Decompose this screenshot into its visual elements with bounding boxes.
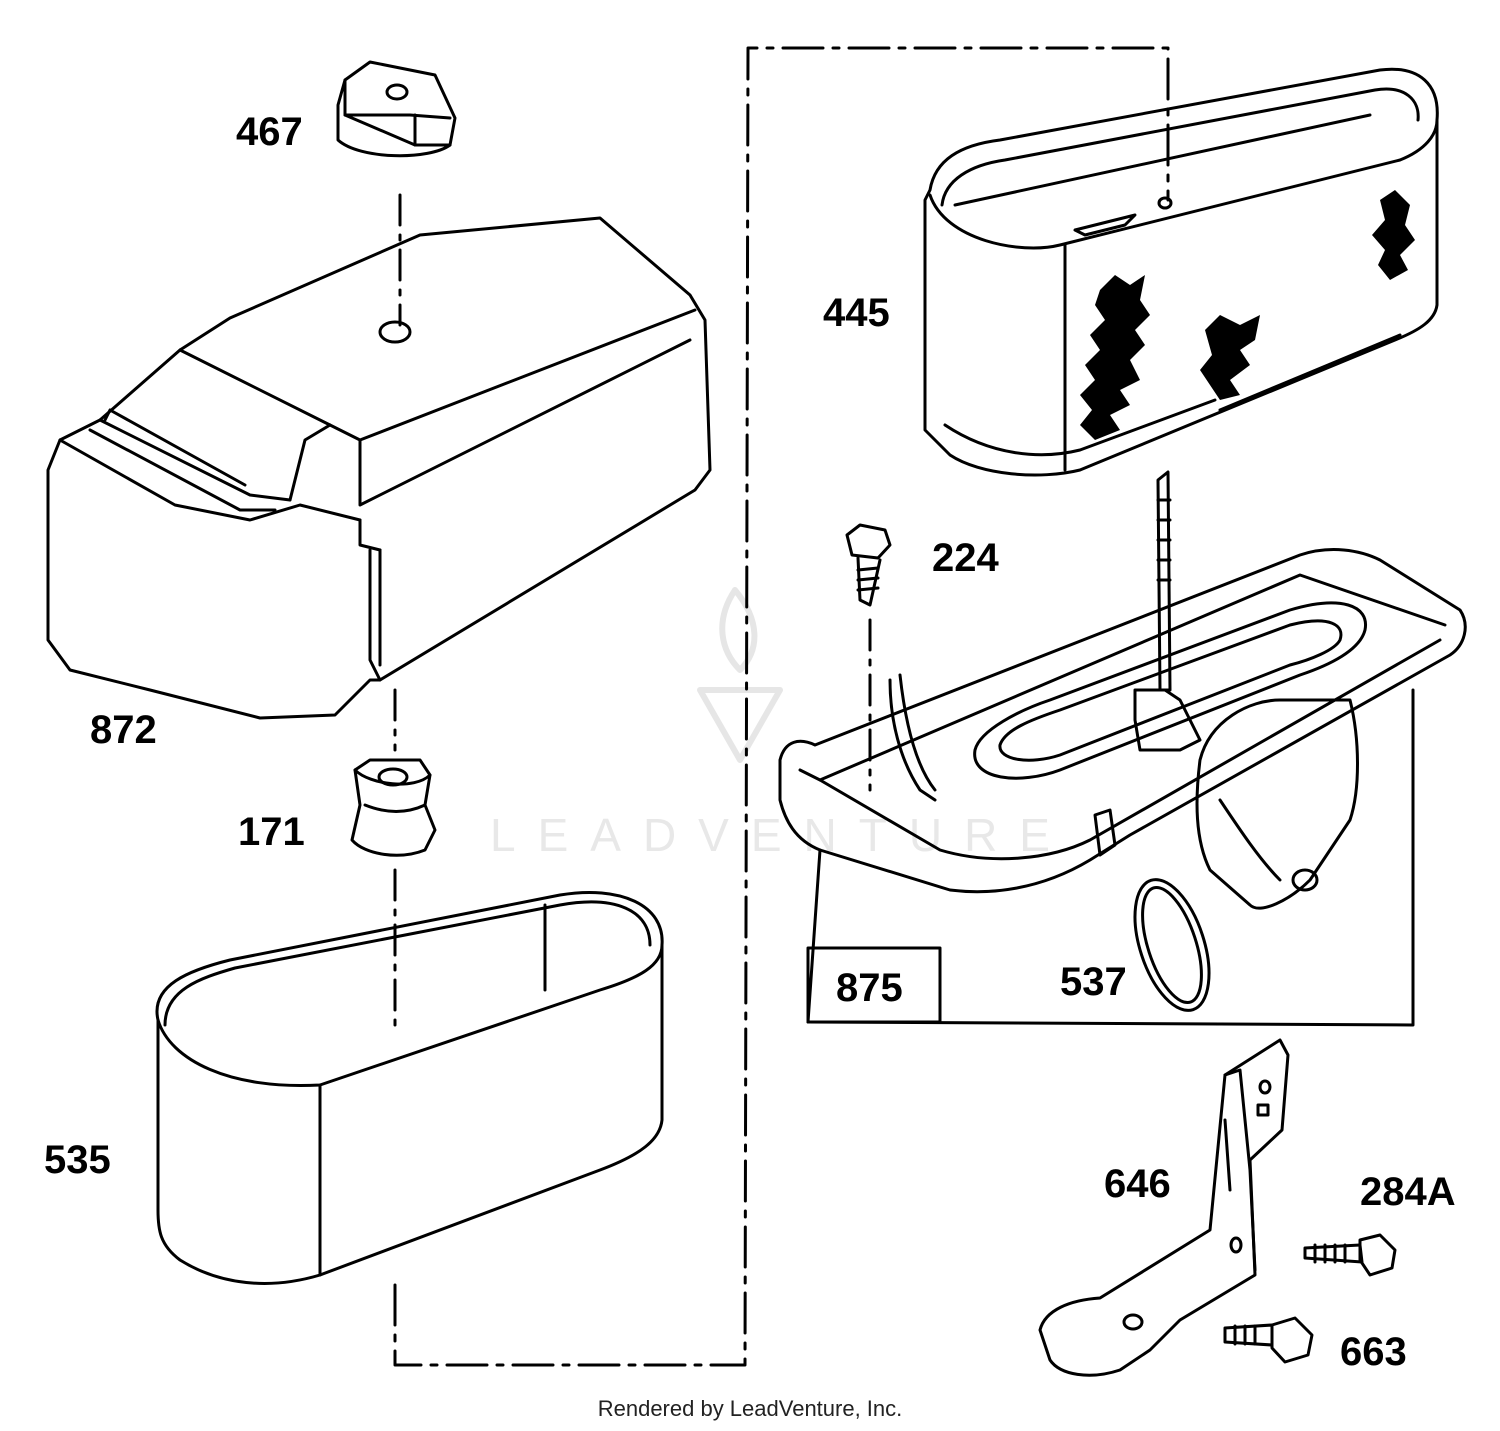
callout-box-875 [806,946,942,1024]
footer-credit: Rendered by LeadVenture, Inc. [597,1396,903,1421]
part-label-663[interactable]: 663 [1340,1330,1407,1374]
part-label-875[interactable]: 875 [836,966,903,1010]
screw-284a [1303,1233,1397,1277]
screw-663 [1223,1316,1314,1364]
precleaner-535 [155,890,664,1285]
watermark-text: LEADVENTURE [490,809,1072,861]
assembly-connector [393,46,1170,1367]
filter-pattern [1080,190,1415,440]
part-label-467[interactable]: 467 [236,110,303,154]
gasket-537 [1133,878,1211,1012]
part-label-872[interactable]: 872 [90,708,157,752]
part-label-171[interactable]: 171 [238,810,305,854]
grommet-171 [350,758,437,857]
stud [1156,470,1172,692]
filter-445 [923,67,1439,477]
part-label-535[interactable]: 535 [44,1138,111,1182]
part-label-284a[interactable]: 284A [1360,1170,1456,1214]
part-label-445[interactable]: 445 [823,291,890,335]
part-label-646[interactable]: 646 [1104,1162,1171,1206]
bracket-875 [806,688,1415,1027]
base-875 [778,548,1467,910]
part-label-224[interactable]: 224 [932,536,999,580]
part-label-537[interactable]: 537 [1060,960,1127,1004]
knob-467 [336,60,457,158]
watermark-logo [697,587,783,763]
bracket-646 [1038,1038,1290,1377]
cover-872 [46,216,712,720]
screw-224 [845,523,892,607]
